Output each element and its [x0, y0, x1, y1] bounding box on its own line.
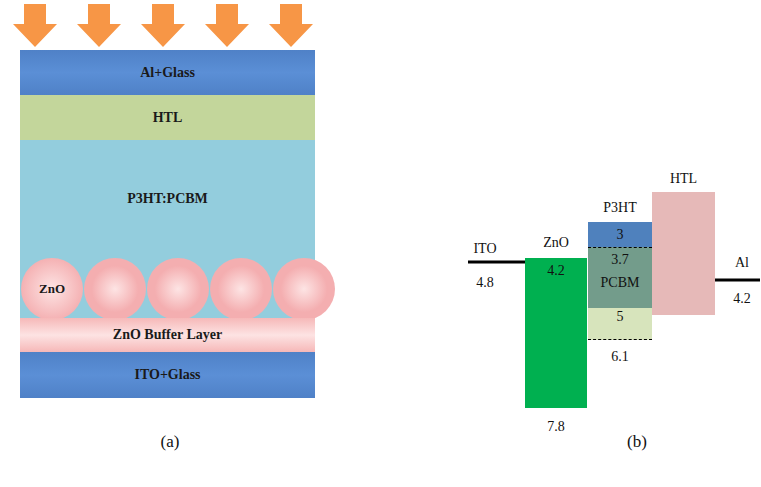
layer-band: ZnO Buffer Layer: [20, 318, 315, 352]
energy-level-box: ZnO4.27.8: [525, 258, 587, 408]
node-text: 5: [617, 308, 624, 325]
free-label: 4.8: [476, 274, 494, 291]
nanoparticle-circle: [210, 258, 272, 320]
node-text: HTL: [153, 109, 183, 126]
node-text: P3HT:PCBM: [127, 190, 208, 207]
nanoparticle-circle: [84, 258, 146, 320]
ito-level-line: [468, 261, 526, 264]
node-text: Al+Glass: [140, 64, 195, 81]
light-arrow: [205, 4, 249, 47]
layer-band: P3HT:PCBM ZnO: [20, 140, 315, 318]
layer-band: HTL: [20, 95, 315, 140]
node-text: 3.7: [611, 251, 629, 268]
light-arrows: [13, 4, 313, 47]
free-label: (a): [161, 432, 180, 452]
nanoparticle-circle: [147, 258, 209, 320]
free-label: Al: [735, 254, 749, 271]
light-arrow: [141, 4, 185, 47]
node-text: 7.8: [547, 418, 565, 435]
node-text: ZnO: [39, 280, 65, 297]
node-text: 6.1: [611, 348, 629, 365]
node-text: ZnO Buffer Layer: [113, 326, 222, 343]
energy-level-box: 56.1: [588, 308, 652, 340]
layer-band: ITO+Glass: [20, 352, 315, 398]
light-arrow: [269, 4, 313, 47]
node-text: HTL: [670, 170, 697, 187]
light-arrow: [77, 4, 121, 47]
energy-level-box: P3HT3: [588, 222, 652, 247]
node-text: PCBM: [601, 274, 640, 291]
node-text: ZnO: [543, 234, 569, 251]
node-text: P3HT: [603, 199, 636, 216]
light-arrow: [13, 4, 57, 47]
layer-band: Al+Glass: [20, 50, 315, 95]
node-text: ITO+Glass: [134, 366, 200, 383]
nanoparticle-circle: ZnO: [21, 258, 83, 320]
free-label: 4.2: [733, 290, 751, 307]
free-label: ITO: [473, 240, 496, 257]
node-text: 4.2: [547, 262, 565, 279]
energy-level-box: 3.7PCBM: [588, 247, 652, 308]
free-label: (b): [627, 432, 647, 452]
nanoparticle-circle: [273, 258, 335, 320]
node-text: 3: [617, 226, 624, 243]
energy-level-box: HTL: [652, 192, 715, 315]
al-level-line: [715, 279, 760, 282]
